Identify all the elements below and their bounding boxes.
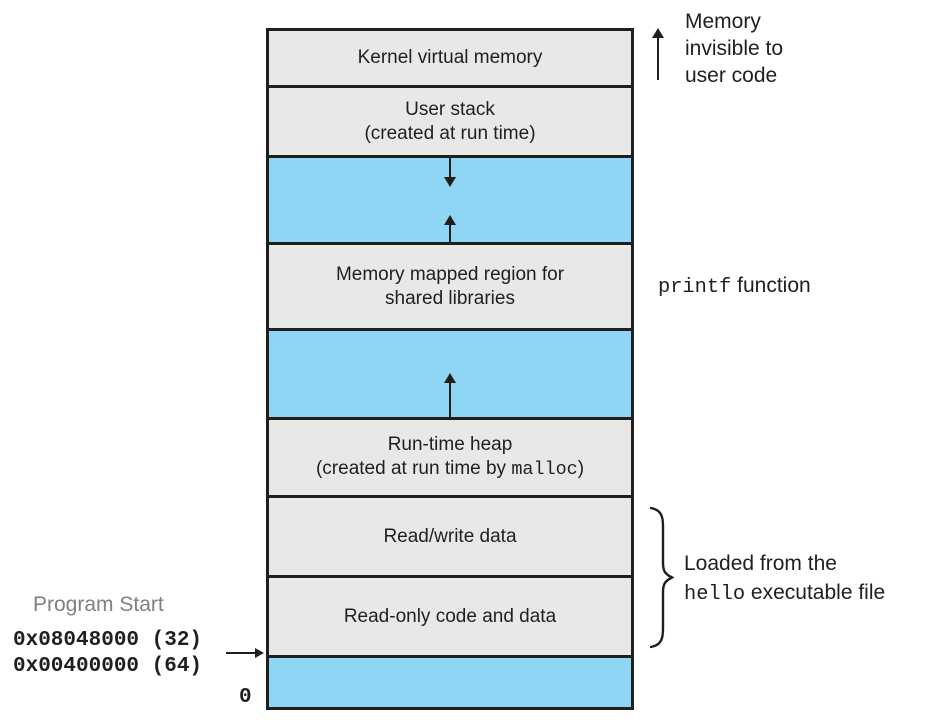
address-zero-label: 0: [239, 686, 252, 709]
printf-code-text: printf: [658, 276, 732, 299]
program-start-arrow: [226, 648, 264, 658]
arrow-stem: [226, 652, 255, 654]
note-line1: Loaded from the: [684, 552, 837, 575]
arrow-head-up-icon: [444, 215, 456, 225]
address-64bit: 0x00400000 (64): [13, 655, 203, 678]
hello-code-text: hello: [684, 583, 746, 606]
segment-label-line2: shared libraries: [385, 287, 515, 309]
note-line2: invisible to: [685, 37, 784, 60]
printf-note-text: function: [731, 274, 811, 297]
memory-invisible-up-arrow: [652, 28, 664, 80]
memory-invisible-note: Memory invisible to user code: [685, 8, 783, 89]
note-line2: hello executable file: [684, 578, 885, 609]
loaded-from-note: Loaded from the hello executable file: [684, 549, 885, 609]
arrow-head-down-icon: [444, 177, 456, 187]
segment-label-line2: (created at run time by malloc): [316, 457, 584, 482]
segment-label: Kernel virtual memory: [357, 47, 543, 68]
segment-label-line1: Run-time heap: [387, 434, 513, 455]
program-start-label: Program Start: [33, 593, 164, 616]
address-32bit: 0x08048000 (32): [13, 629, 203, 652]
segment-stack-growth-gap: [269, 155, 631, 242]
segment-label: Read/write data: [383, 525, 517, 547]
note-line3: user code: [685, 64, 778, 87]
segment-heap-growth-gap: [269, 328, 631, 417]
arrow-head-up-icon: [444, 373, 456, 383]
segment-kernel-virtual-memory: Kernel virtual memory: [269, 31, 631, 85]
segment-read-write-data: Read/write data: [269, 495, 631, 575]
arrow-head-up-icon: [652, 28, 664, 38]
segment-unused-bottom: [269, 655, 631, 707]
loaded-from-brace: [649, 506, 674, 649]
segment-memory-mapped-region: Memory mapped region for shared librarie…: [269, 242, 631, 328]
start-addresses: 0x08048000 (32) 0x00400000 (64): [13, 628, 202, 680]
segment-label: Read-only code and data: [343, 605, 557, 627]
segment-label-line2: (created at run time): [364, 122, 536, 144]
segment-user-stack: User stack (created at run time): [269, 85, 631, 155]
heap-label-suffix: ): [577, 458, 585, 479]
printf-function-note: printf function: [658, 272, 811, 301]
heap-grows-up-arrow: [444, 373, 456, 417]
arrow-stem: [449, 158, 451, 177]
arrow-stem: [449, 383, 451, 417]
note-line1: Memory: [685, 10, 761, 33]
memory-stack: Kernel virtual memory User stack (create…: [266, 28, 634, 710]
arrow-stem: [657, 38, 659, 80]
mmap-grows-up-arrow: [444, 215, 456, 242]
segment-label-line1: Memory mapped region for: [335, 263, 565, 285]
segment-runtime-heap: Run-time heap (created at run time by ma…: [269, 417, 631, 495]
malloc-code-text: malloc: [511, 459, 578, 480]
stack-grows-down-arrow: [444, 158, 456, 187]
loaded-note-text: executable file: [745, 581, 886, 604]
segment-label-line1: User stack: [405, 98, 495, 120]
arrow-stem: [449, 225, 451, 242]
heap-label-prefix: (created at run time by: [315, 458, 512, 479]
segment-read-only-code-data: Read-only code and data: [269, 575, 631, 655]
arrow-head-right-icon: [255, 648, 264, 658]
